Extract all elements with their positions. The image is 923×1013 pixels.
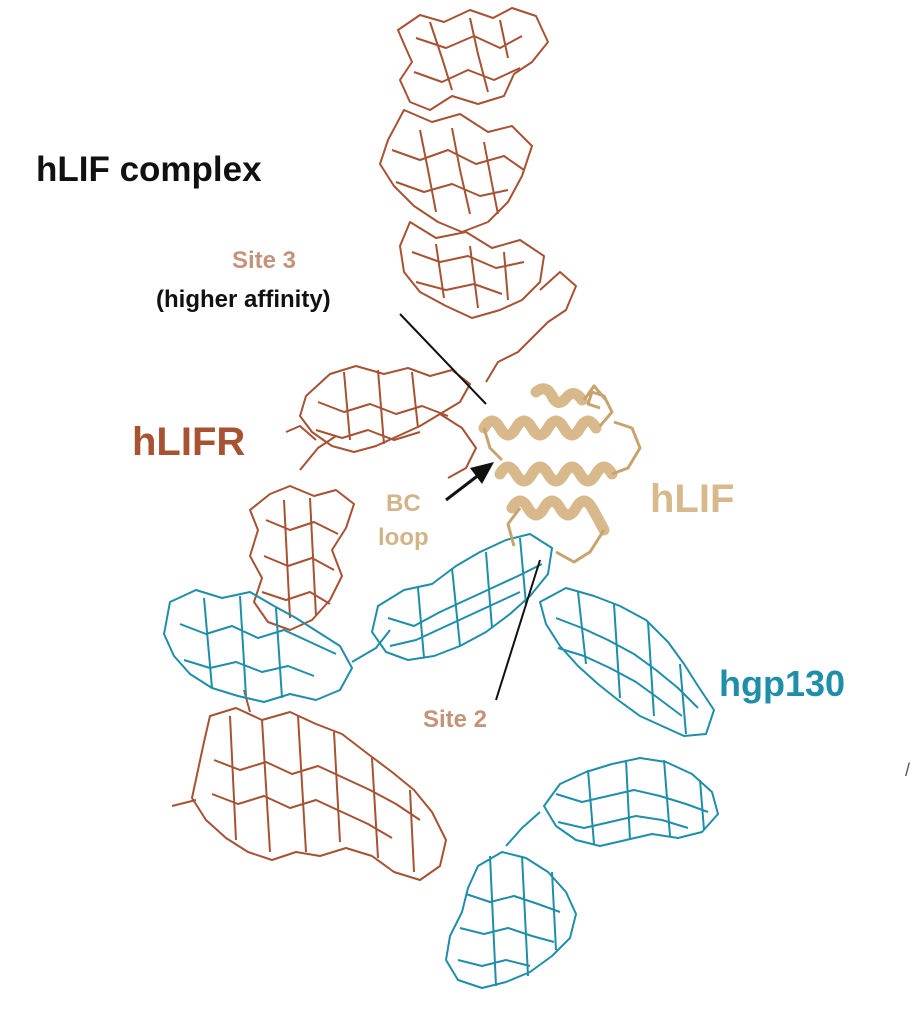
hgp130-domain-d3 — [539, 587, 715, 737]
hlif-helix-c — [506, 495, 610, 536]
hlifr-domain-d4 — [285, 365, 477, 479]
hgp130-domain-d2 — [371, 533, 553, 661]
bc-loop-arrowhead — [470, 462, 494, 484]
annotation-lines — [399, 313, 541, 701]
hlifr-domain-d6 — [171, 689, 447, 881]
site3-affinity-note: (higher affinity) — [156, 286, 331, 313]
hlifr-label: hLIFR — [132, 420, 246, 464]
hlifr-domain-d5 — [249, 435, 355, 631]
bc-loop-label: BC loop — [378, 487, 429, 555]
figure-title: hLIF complex — [36, 150, 262, 189]
hlifr-domain-d2 — [379, 109, 533, 233]
hgp130-label: hgp130 — [719, 663, 846, 704]
hlifr-chain — [171, 7, 577, 881]
site3-label: Site 3 — [232, 247, 297, 274]
hlif-loops — [482, 384, 642, 564]
hgp130-domain-d4 — [505, 757, 719, 847]
site2-pointer — [495, 559, 541, 701]
hlif-loop-trace — [482, 384, 642, 564]
site2-label: Site 2 — [423, 706, 488, 733]
hgp130-chain — [163, 533, 719, 989]
hlif-ribbon — [478, 383, 618, 536]
bc-loop-arrow-shaft — [445, 472, 481, 502]
hgp130-domain-d1 — [163, 589, 391, 703]
hlif-helix-b — [494, 461, 618, 487]
hlif-helix-d — [530, 383, 588, 408]
hlif-label: hLIF — [650, 477, 735, 521]
site3-pointer — [399, 313, 487, 405]
bc-loop-label-line1: BC — [385, 490, 421, 517]
bc-loop-label-line2: loop — [378, 524, 429, 551]
edge-mark: / — [905, 760, 911, 780]
hlifr-domain-d3 — [399, 221, 577, 383]
hlif-helix-a — [478, 415, 602, 441]
hgp130-domain-d5 — [445, 851, 577, 989]
hlifr-domain-d1 — [397, 7, 549, 111]
